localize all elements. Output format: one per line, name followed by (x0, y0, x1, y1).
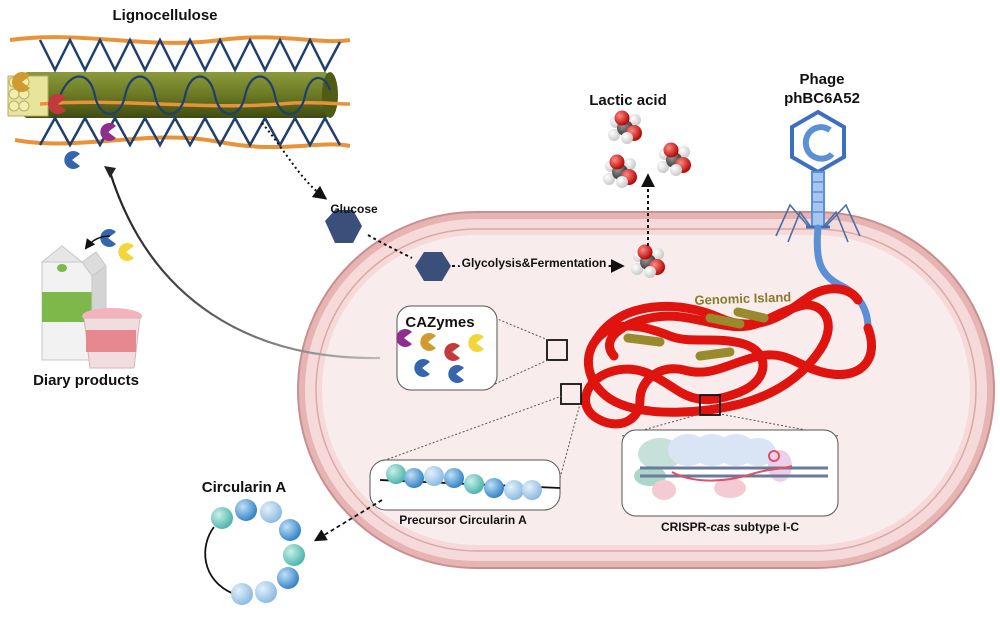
diary-products-label: Diary products (33, 372, 139, 389)
crispr-label-italic: cas (710, 520, 730, 534)
lignocellulose-illustration (7, 35, 351, 170)
lactic-acid-label: Lactic acid (589, 92, 667, 109)
dairy-products-illustration (40, 245, 142, 369)
arrow-lignocellulose-to-glucose (261, 122, 328, 200)
arrow-enzymes-to-dairy (84, 235, 111, 250)
lactic-acid-molecule-2 (603, 154, 637, 188)
precursor-circularin-label: Precursor Circularin A (399, 513, 527, 527)
cazymes-inset (396, 305, 498, 391)
crispr-label-prefix: CRISPR- (661, 520, 710, 534)
arrow-precursor-to-circularin (313, 499, 383, 542)
enzyme-pacman-blue-dairy (100, 229, 116, 248)
crispr-label-suffix: subtype I-C (730, 520, 799, 534)
zoom-box-precursor (560, 383, 582, 405)
cellulose-bundle-end (7, 75, 49, 117)
glucose-hexagon-2 (415, 252, 451, 281)
glycolysis-label: Glycolysis&Fermentation (462, 256, 607, 270)
phage-label-line1: Phage (799, 71, 844, 88)
crispr-inset (621, 429, 839, 517)
lactic-acid-molecule-3 (657, 142, 691, 176)
lactic-acid-molecule-1 (608, 110, 642, 144)
enzyme-pacman-blue (64, 151, 80, 170)
genomic-island-label: Genomic Island (694, 289, 791, 307)
zoom-box-crispr (699, 394, 721, 416)
enzyme-pacman-orange (12, 72, 31, 92)
enzyme-pacman-red (48, 94, 66, 115)
phage-label-line2: phBC6A52 (784, 90, 860, 107)
chromosome (581, 284, 877, 429)
arrow-cazymes-to-lignocellulose-head (104, 166, 116, 178)
arrow-cazymes-to-lignocellulose-shaft (108, 171, 381, 360)
lignocellulose-label: Lignocellulose (112, 7, 217, 24)
enzyme-pacman-purple (100, 122, 116, 141)
circularin-a-ring (204, 499, 305, 605)
glucose-hexagon-1 (325, 210, 362, 243)
crispr-label: CRISPR-cas subtype I-C (661, 520, 799, 534)
zoom-box-cazymes (546, 339, 568, 361)
precursor-circularin-inset (369, 459, 561, 511)
glucose-label: Glucose (330, 202, 378, 216)
enzyme-pacman-yellow-dairy (118, 243, 134, 261)
circularin-a-label: Circularin A (202, 479, 287, 496)
cazymes-label: CAZymes (405, 314, 474, 331)
